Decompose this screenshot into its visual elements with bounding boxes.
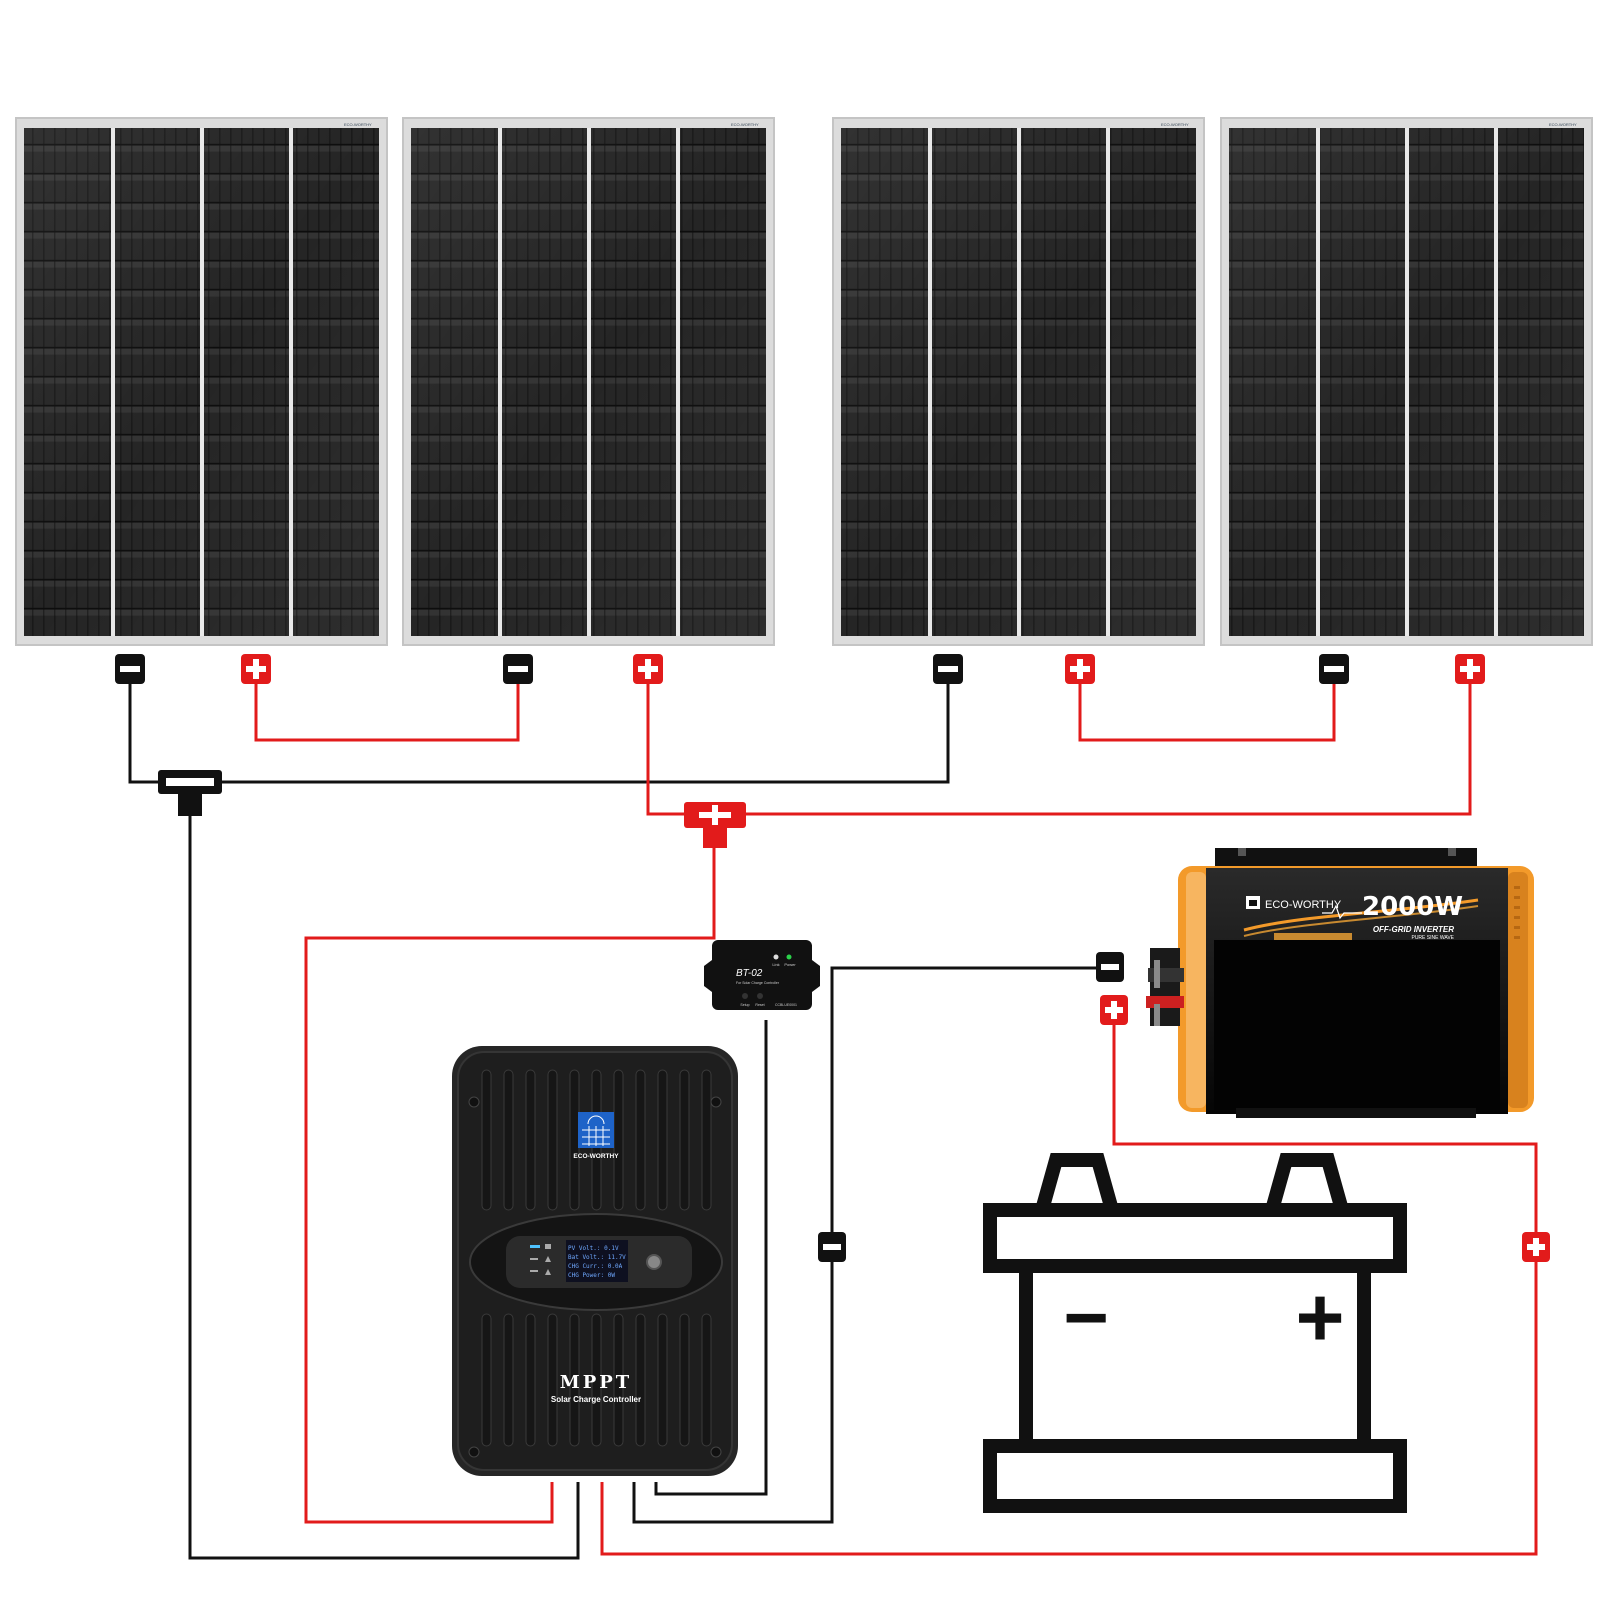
red-wire-panel4-pos bbox=[744, 680, 1472, 816]
panel-2-minus-terminal-icon bbox=[503, 654, 533, 684]
wires bbox=[128, 680, 1538, 1560]
black-wire-controller-to-bt bbox=[654, 1020, 768, 1496]
controller-button bbox=[646, 1254, 662, 1270]
inverter: ECO-WORTHY 2000W OFF-GRID INVERTER PURE … bbox=[1146, 848, 1534, 1118]
panel-3-minus-terminal-icon bbox=[933, 654, 963, 684]
bluetooth-module: Link Power BT-02 For Solar Charge Contro… bbox=[704, 940, 820, 1010]
red-wire-pv-to-controller bbox=[304, 844, 716, 1524]
inverter-type: OFF-GRID INVERTER bbox=[1373, 925, 1454, 934]
panel-1-minus-terminal-icon bbox=[115, 654, 145, 684]
panel-4-plus-terminal-icon bbox=[1455, 654, 1485, 684]
inverter-plus-terminal-icon bbox=[1100, 995, 1128, 1025]
inverter-subtype: PURE SINE WAVE bbox=[1411, 935, 1454, 941]
panel-brand-label: ECO-WORTHY bbox=[731, 122, 759, 127]
black-wire-battery-negative bbox=[632, 966, 1098, 1524]
battery-negative-symbol: − bbox=[1063, 1273, 1109, 1361]
panel-2-plus-terminal-icon bbox=[633, 654, 663, 684]
status-indicator-icons bbox=[530, 1244, 551, 1275]
display-line-3: CHG Curr.: 0.0A bbox=[568, 1263, 623, 1270]
solar-panel-4: ECO-WORTHY bbox=[1220, 117, 1593, 646]
bt-power-label: Power bbox=[784, 962, 796, 967]
red-wire-battery-positive bbox=[600, 1024, 1538, 1556]
black-wire-panel3-neg bbox=[220, 680, 950, 784]
bt-caption: For Solar Charge Controller bbox=[736, 981, 780, 985]
bt-reset-label: Reset bbox=[755, 1003, 764, 1007]
display-line-4: CHG Power: 0W bbox=[568, 1272, 615, 1279]
bt-serial: CCBLUE0001 bbox=[775, 1003, 797, 1007]
panel-terminals bbox=[115, 654, 1485, 684]
controller-brand: ECO-WORTHY bbox=[573, 1153, 619, 1160]
controller-display: PV Volt.: 0.1V Bat Volt.: 11.7V CHG Curr… bbox=[568, 1245, 626, 1279]
bt-link-label: Link bbox=[772, 962, 779, 967]
inverter-minus-terminal-icon bbox=[1096, 952, 1124, 982]
mppt-controller: ECO-WORTHY PV Volt.: 0.1V Bat Volt.: 11.… bbox=[452, 1046, 738, 1476]
controller-title: MPPT bbox=[560, 1372, 632, 1393]
panel-1-plus-terminal-icon bbox=[241, 654, 271, 684]
black-wire-pv-to-controller bbox=[188, 812, 580, 1560]
sun-logo-icon bbox=[578, 1112, 614, 1148]
red-wire-panel1-to-panel2 bbox=[254, 680, 520, 742]
red-wire-panel3-to-panel4 bbox=[1078, 680, 1336, 742]
panel-brand-label: ECO-WORTHY bbox=[344, 122, 372, 127]
bt-setup-label: Setup bbox=[740, 1003, 749, 1007]
bt-model: BT-02 bbox=[736, 968, 763, 979]
panel-brand-label: ECO-WORTHY bbox=[1161, 122, 1189, 127]
panel-3-plus-terminal-icon bbox=[1065, 654, 1095, 684]
solar-panel-1: ECO-WORTHY bbox=[15, 117, 388, 646]
solar-panel-3: ECO-WORTHY bbox=[832, 117, 1205, 646]
red-wire-panel2-pos bbox=[646, 680, 686, 816]
display-line-2: Bat Volt.: 11.7V bbox=[568, 1254, 626, 1261]
wire-minus-terminal-icon bbox=[818, 1232, 846, 1262]
inverter-power: 2000W bbox=[1362, 892, 1463, 922]
battery-positive-symbol: + bbox=[1295, 1270, 1344, 1364]
branch-connector-negative bbox=[158, 770, 222, 816]
battery-icon bbox=[983, 1153, 1407, 1513]
display-line-1: PV Volt.: 0.1V bbox=[568, 1245, 619, 1252]
branch-connector-positive bbox=[684, 802, 746, 848]
solar-panel-2: ECO-WORTHY bbox=[402, 117, 775, 646]
inverter-brand: ECO-WORTHY bbox=[1265, 899, 1342, 911]
black-wire-panel1-neg bbox=[128, 680, 160, 784]
solar-panels: ECO-WORTHY ECO-WORTHY ECO-WORTHY ECO-WORTHY bbox=[15, 117, 1593, 646]
controller-subtitle: Solar Charge Controller bbox=[551, 1395, 641, 1404]
panel-brand-label: ECO-WORTHY bbox=[1549, 122, 1577, 127]
wire-plus-terminal-icon bbox=[1522, 1232, 1550, 1262]
panel-4-minus-terminal-icon bbox=[1319, 654, 1349, 684]
